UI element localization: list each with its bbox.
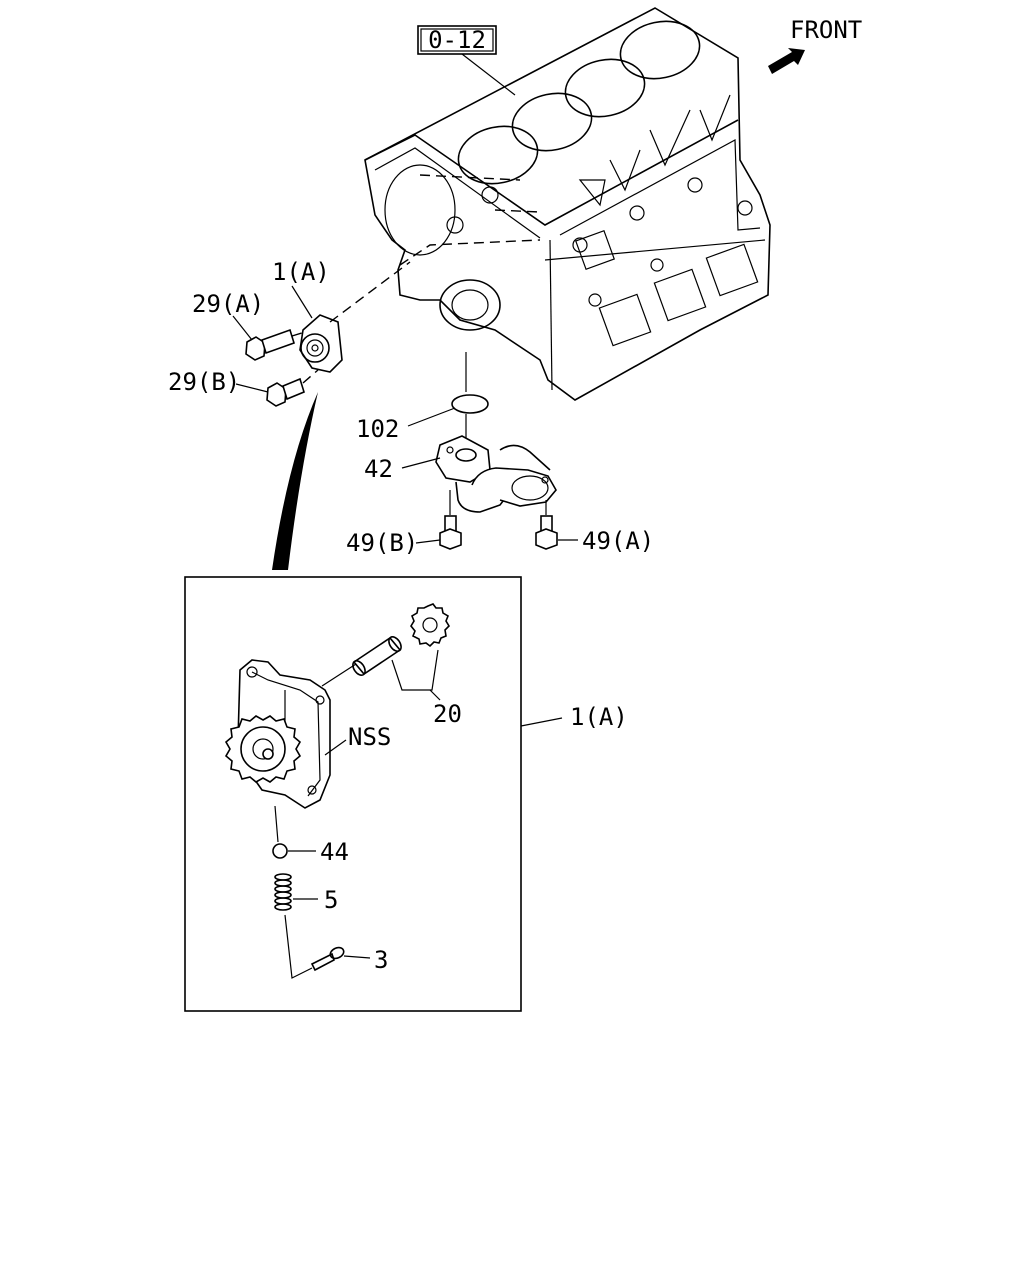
reference-leader [461, 53, 516, 96]
oil-strainer-42[interactable] [435, 435, 557, 513]
front-indicator: FRONT [768, 16, 862, 74]
o-ring-102[interactable] [451, 394, 489, 414]
label-5: 5 [324, 886, 338, 914]
label-1a-top: 1(A) [272, 258, 330, 286]
leader-102 [407, 407, 456, 427]
spring-5[interactable] [274, 873, 292, 911]
detail-box [184, 576, 522, 1012]
bolt-49a[interactable] [535, 515, 558, 550]
leader-1a-top [291, 285, 313, 319]
oil-pump-small[interactable] [299, 314, 343, 373]
label-42: 42 [364, 455, 393, 483]
pin-3[interactable] [310, 946, 345, 972]
label-49b: 49(B) [346, 529, 418, 557]
bracket-20 [391, 649, 439, 691]
leader-29a [232, 315, 253, 341]
pump-mount-line [329, 261, 411, 323]
leader-49b [415, 539, 441, 544]
shaft-20[interactable] [350, 635, 403, 678]
label-29b: 29(B) [168, 368, 240, 396]
leader-42 [401, 457, 441, 469]
detail-callout [272, 392, 318, 570]
bolt-49b[interactable] [439, 515, 462, 550]
label-20: 20 [433, 700, 462, 728]
label-1a-detail: 1(A) [570, 703, 628, 731]
label-102: 102 [356, 415, 399, 443]
front-arrow-icon [768, 48, 805, 74]
reference-label: 0-12 [428, 26, 486, 54]
leader-nss [324, 739, 347, 756]
ball-44[interactable] [272, 843, 288, 859]
drive-gear[interactable] [224, 715, 302, 783]
label-3: 3 [374, 946, 388, 974]
engine-block [364, 7, 771, 401]
leader-29b [235, 383, 269, 393]
gear-20[interactable] [410, 603, 451, 648]
reference-box[interactable]: 0-12 [417, 25, 497, 55]
label-49a: 49(A) [582, 527, 654, 555]
label-29a: 29(A) [192, 290, 264, 318]
leader-3 [343, 955, 371, 959]
front-label: FRONT [790, 16, 862, 44]
label-44: 44 [320, 838, 349, 866]
bolt-29b[interactable] [266, 377, 305, 407]
leader-1a-detail [520, 717, 563, 727]
bolt-29a[interactable] [245, 328, 295, 361]
label-nss: NSS [348, 723, 391, 751]
